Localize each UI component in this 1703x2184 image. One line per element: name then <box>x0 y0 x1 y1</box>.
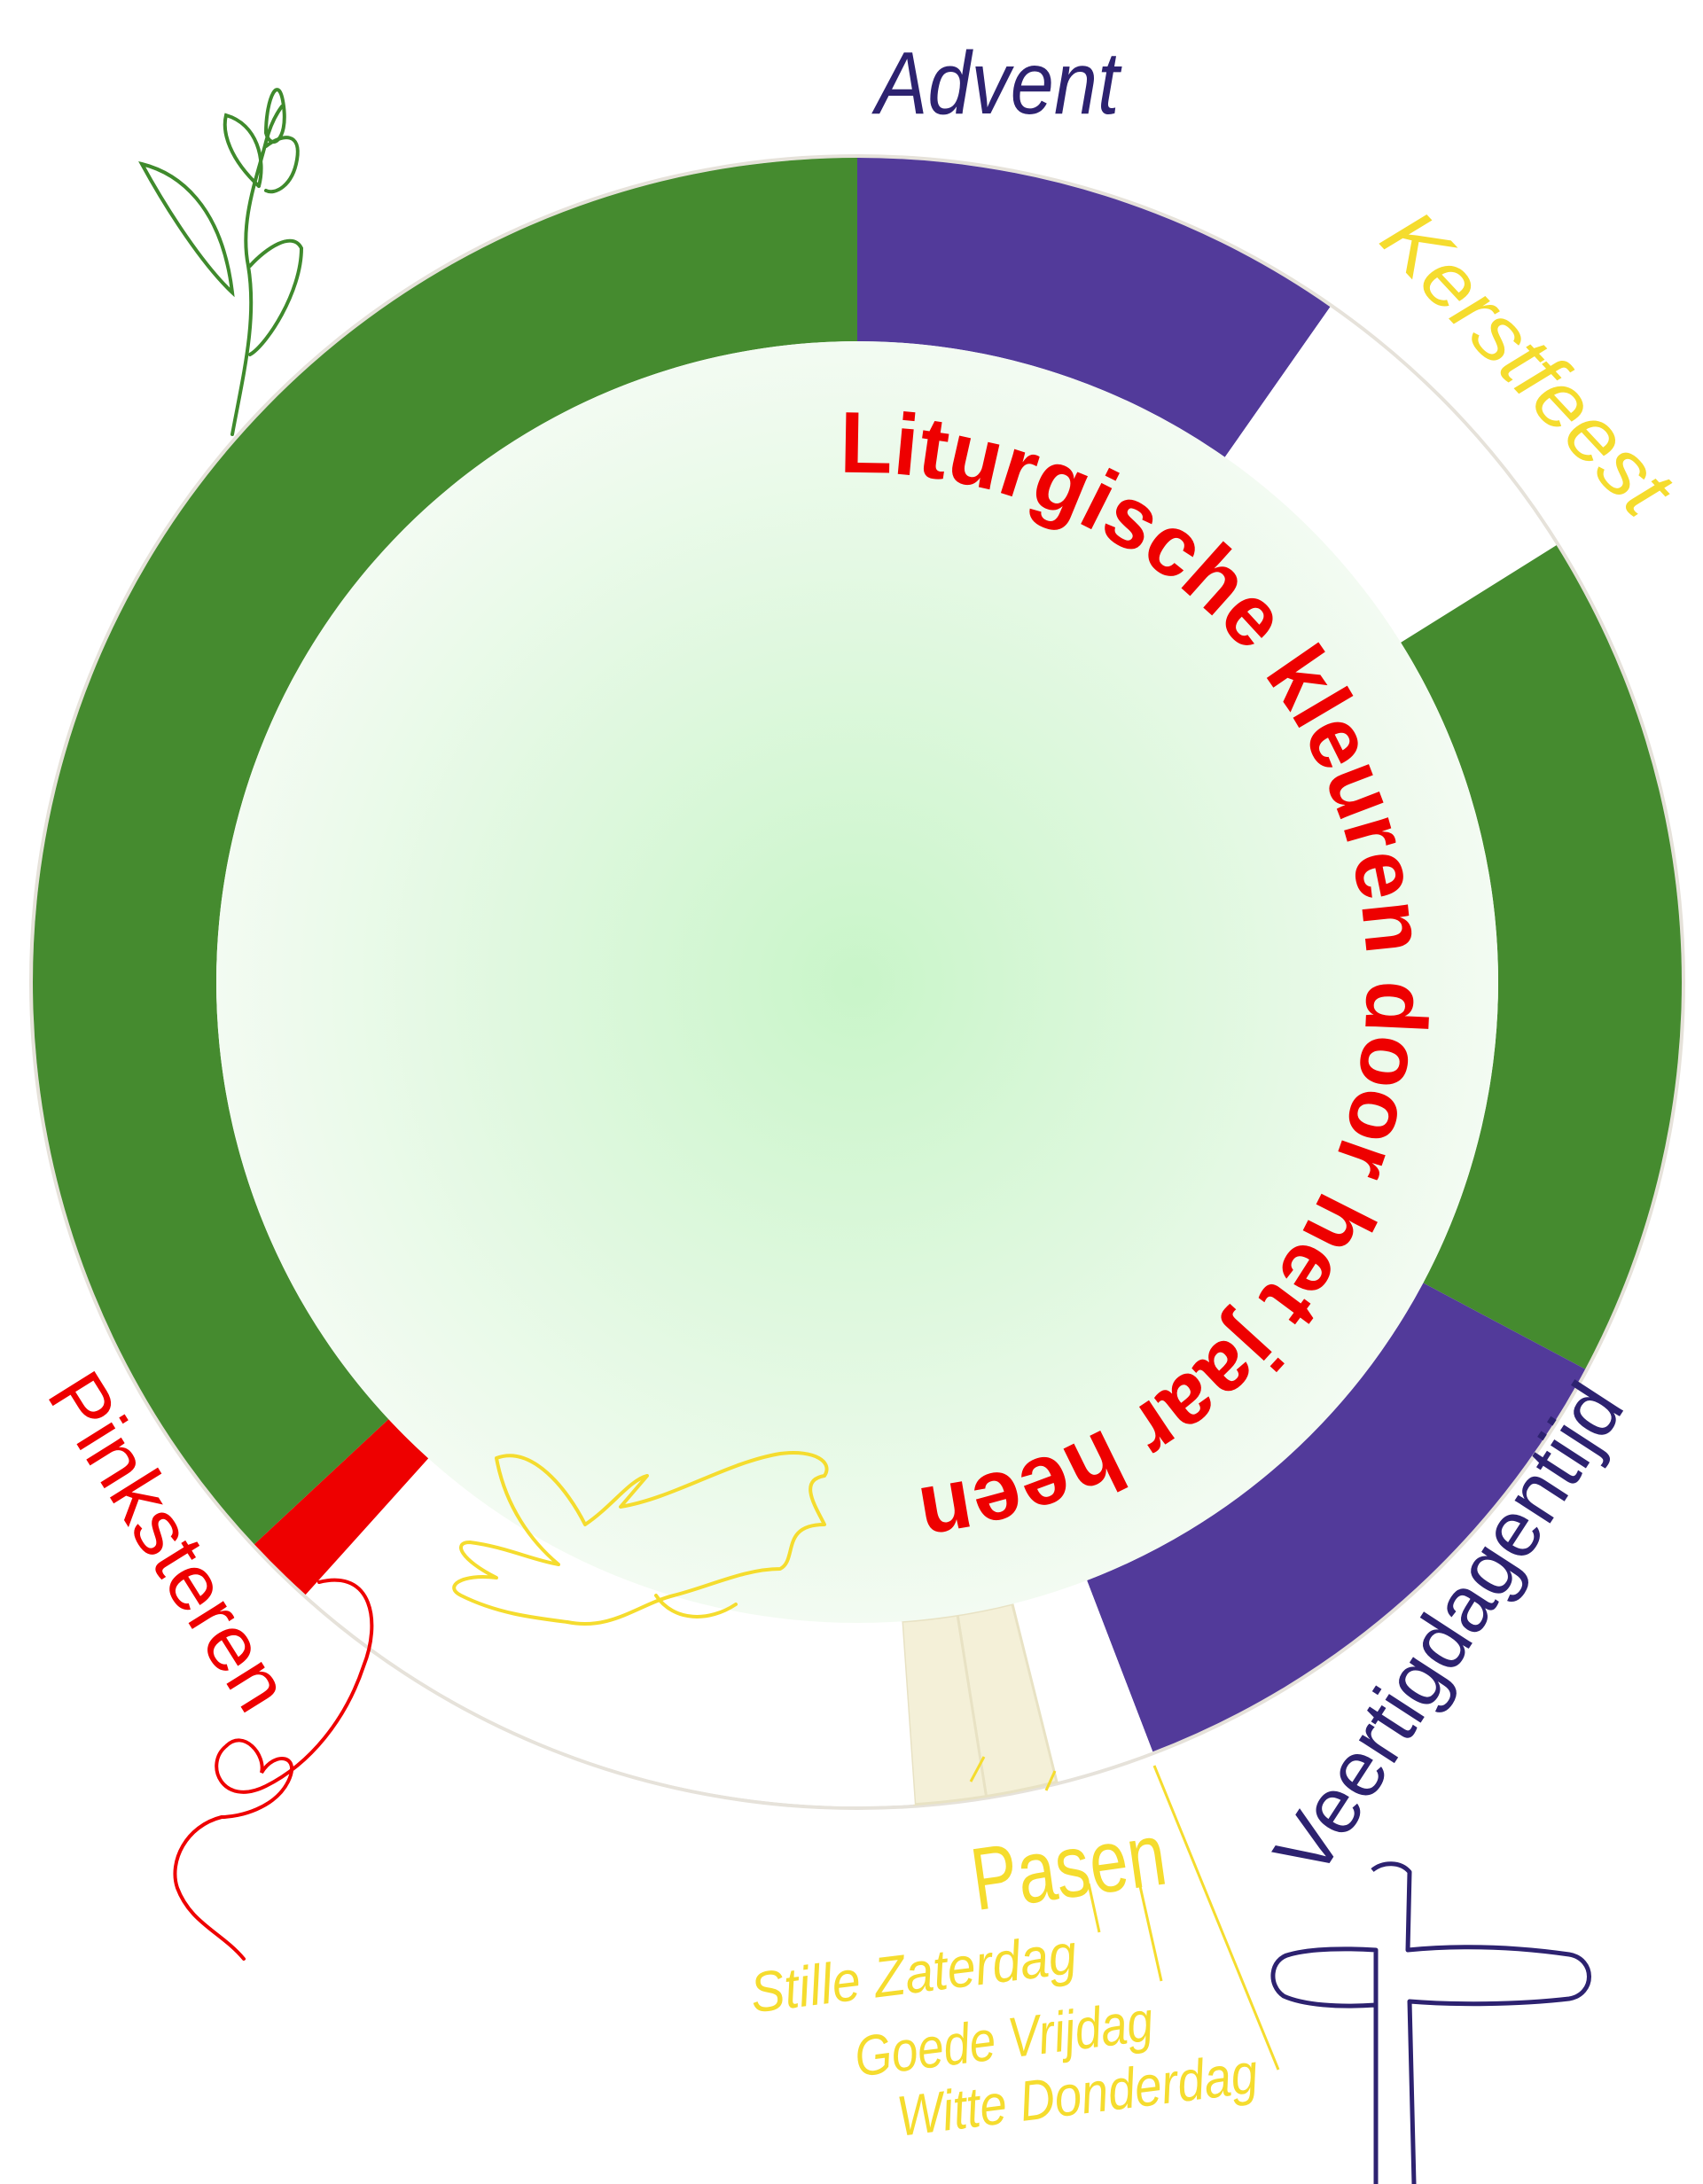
label-advent: Advent <box>871 34 1122 133</box>
segment-tijd-na-pinksteren <box>33 158 857 1545</box>
segment-kerstfeest <box>1224 307 1557 643</box>
segment-veertigdagentijd <box>1087 1283 1586 1752</box>
segment-tijd-na-epifanie <box>1401 545 1682 1369</box>
pasen-leader-lines <box>969 1756 1280 2071</box>
inner-disc <box>216 341 1498 1623</box>
segment-pinksteren <box>254 1419 429 1595</box>
plant-sprig-icon <box>138 88 304 436</box>
segment-advent <box>857 158 1331 457</box>
ring-outline <box>29 154 1685 1810</box>
cross-icon <box>1270 1861 1591 2184</box>
segment-pasen <box>305 1458 915 1807</box>
dove-icon <box>452 1451 829 1626</box>
heart-ribbon-icon <box>173 1578 374 1961</box>
label-pasen: Pasen <box>965 1805 1172 1930</box>
liturgical-color-ring <box>33 158 1682 1807</box>
segment-witte-donderdag <box>1012 1580 1153 1782</box>
